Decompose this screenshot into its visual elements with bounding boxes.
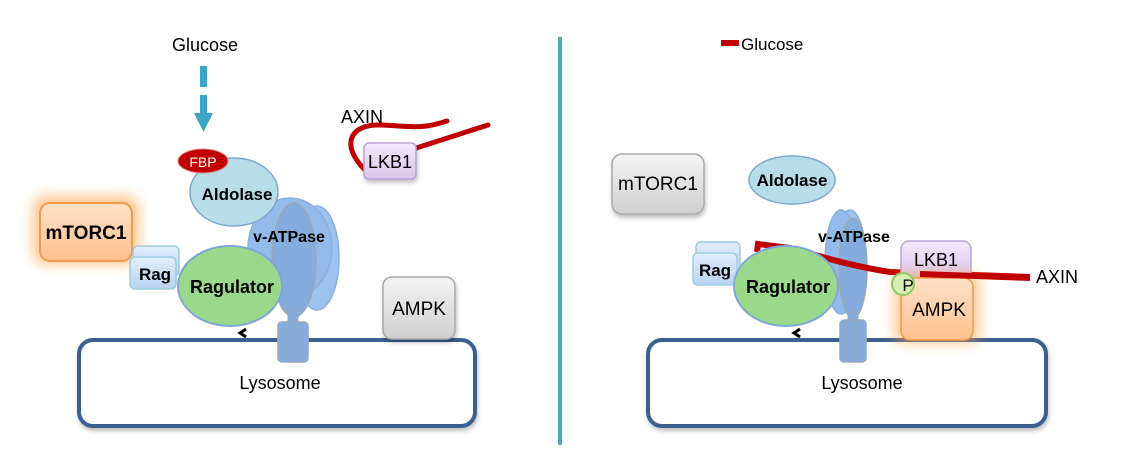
rag-label: Rag [139, 265, 171, 284]
lysosome-label: Lysosome [239, 373, 320, 393]
rag [129, 256, 177, 290]
vatpase-label: v-ATPase [253, 229, 325, 246]
glucose-arrow-icon [194, 66, 213, 132]
mtorc1-active [39, 202, 133, 262]
ampk-inactive [382, 276, 456, 340]
ragulator-label: Ragulator [190, 277, 274, 297]
glucose-label: Glucose [172, 35, 238, 55]
rag-label: Rag [699, 261, 731, 280]
right-panel: Glucose mTORC1 Aldolase Lysosome v-ATPas… [611, 35, 1078, 428]
axin-label: AXIN [341, 107, 383, 127]
aldolase [189, 157, 279, 227]
ragulator [733, 245, 839, 327]
mtorc1-label: mTORC1 [46, 223, 127, 244]
phospho-label: P [902, 276, 913, 295]
ampk-label: AMPK [392, 299, 446, 320]
axin-chain [348, 118, 450, 173]
lysosome-label: Lysosome [821, 373, 902, 393]
aldolase [748, 155, 836, 205]
lkb1-label: LKB1 [368, 152, 412, 172]
lipid-anchor-icon [237, 327, 247, 339]
aldolase-label: Aldolase [757, 171, 828, 190]
rag [692, 252, 738, 286]
vatpase [247, 197, 340, 363]
aldolase-label: Aldolase [202, 185, 273, 204]
mtorc1-label: mTORC1 [618, 174, 698, 195]
fbp-label: FBP [189, 154, 216, 170]
panel-divider [558, 37, 562, 445]
left-panel: Glucose Lysosome Aldolase FBP v-ATPase [32, 35, 491, 428]
vatpase-label: v-ATPase [818, 229, 890, 246]
ragulator-label: Ragulator [746, 277, 830, 297]
lysosome-membrane [77, 338, 477, 428]
minus-icon [721, 40, 739, 46]
axin-label: AXIN [1036, 267, 1078, 287]
ampk-active [900, 277, 974, 341]
ampk-label: AMPK [912, 300, 966, 321]
lkb1 [363, 142, 417, 180]
mtorc1-inactive [611, 153, 705, 215]
glucose-label: Glucose [741, 35, 803, 54]
lipid-anchor-icon [791, 327, 801, 339]
ragulator [177, 245, 283, 327]
phospho-icon [891, 272, 915, 296]
fbp [177, 148, 229, 174]
lkb1-label: LKB1 [914, 250, 958, 270]
